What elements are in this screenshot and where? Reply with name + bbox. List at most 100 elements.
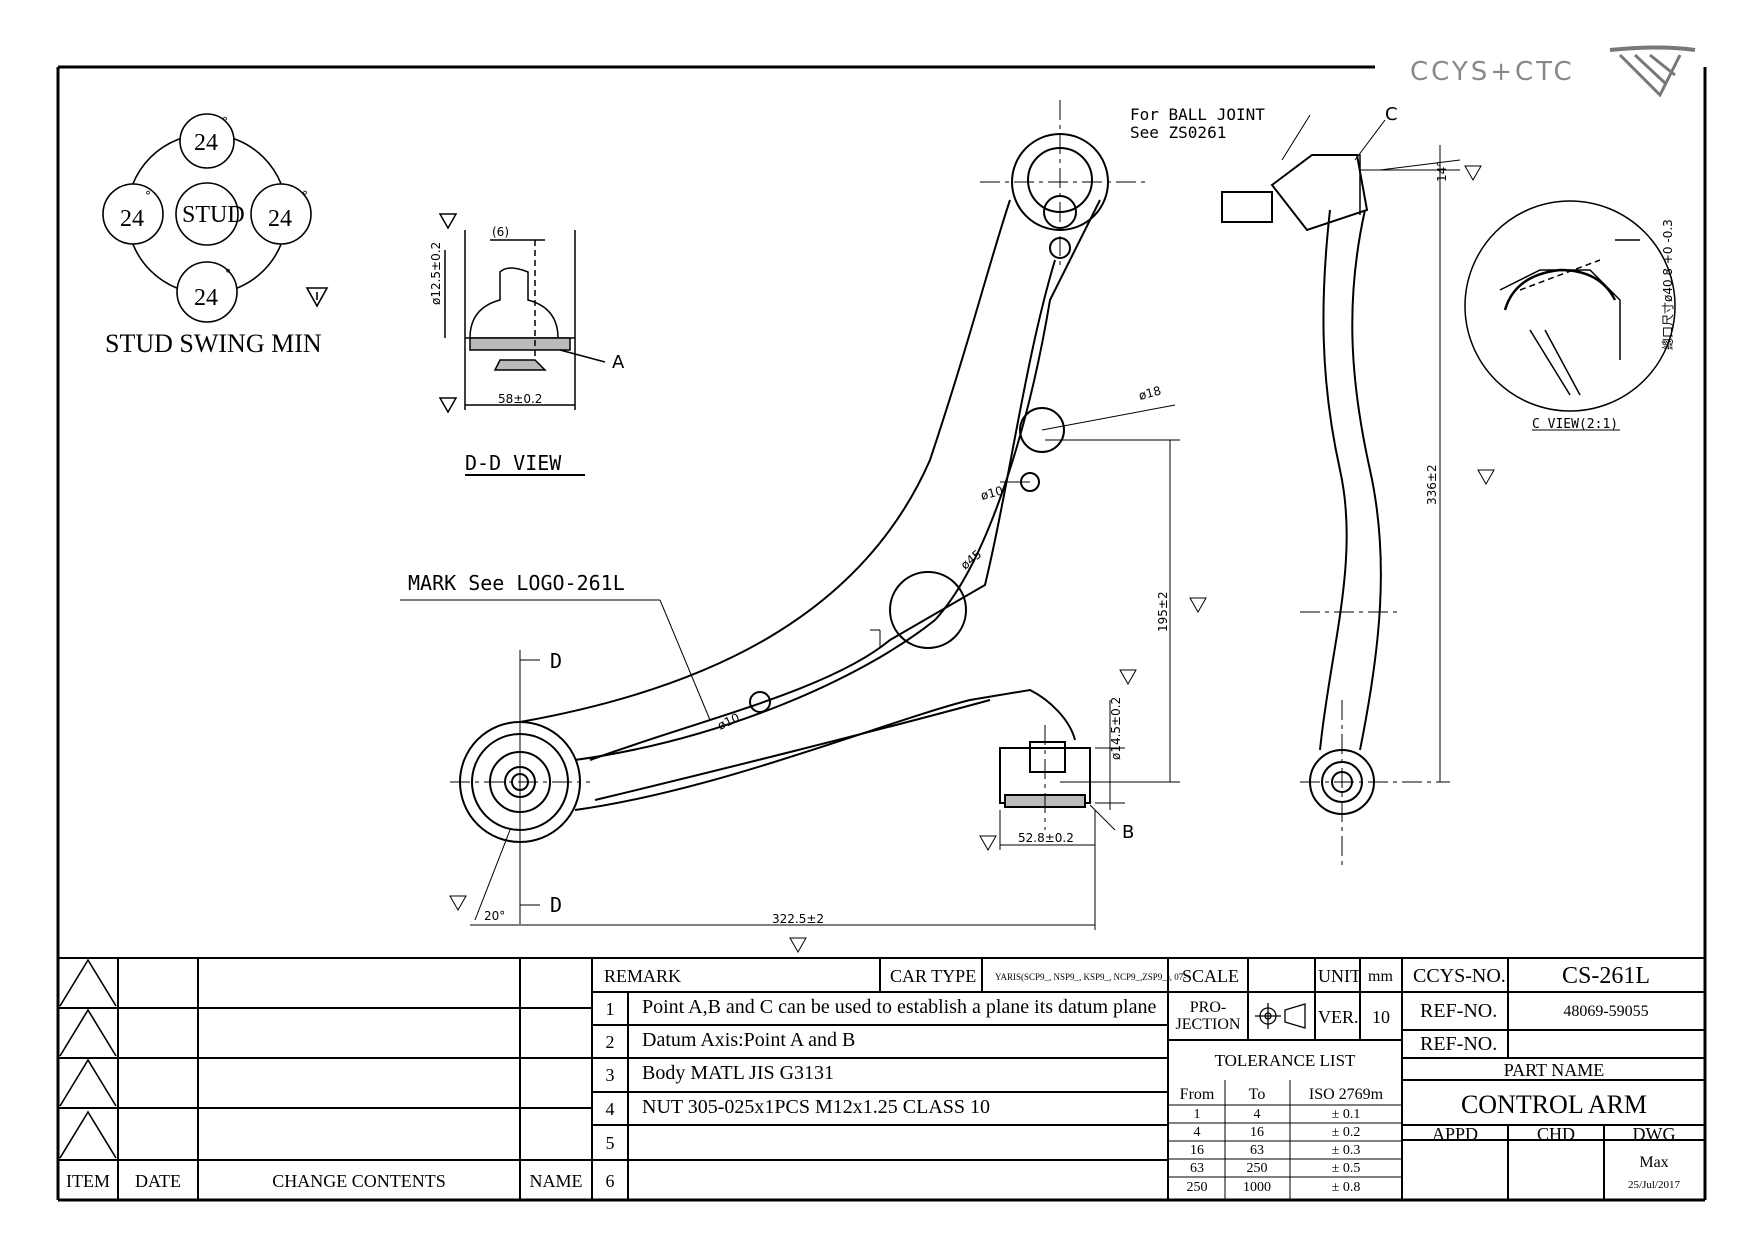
remark-text-2: Datum Axis:Point A and B <box>642 1029 856 1051</box>
dim-base: 58±0.2 <box>498 392 542 406</box>
tol-col-to: To <box>1248 1086 1266 1103</box>
section-view-title: D-D VIEW <box>465 451 562 475</box>
unit-label: UNIT <box>1318 966 1361 986</box>
side-view-dimensions <box>1281 114 1495 870</box>
stud-swing-diagram <box>102 113 329 323</box>
point-c-label: C <box>1385 104 1398 125</box>
scale-label: SCALE <box>1182 966 1240 986</box>
ball-joint-ref: See ZS0261 <box>1130 123 1226 142</box>
dim-width: (6) <box>492 225 509 239</box>
degree-mark: ° <box>145 189 151 203</box>
control-arm-outline <box>459 133 1109 843</box>
remark-no-6: 6 <box>605 1171 615 1191</box>
tol-from-4: 63 <box>1190 1161 1204 1176</box>
remark-no-2: 2 <box>605 1032 615 1052</box>
tol-to-1: 4 <box>1253 1107 1261 1122</box>
dim-d10-upper: ø10 <box>979 484 1004 503</box>
part-name-label: PART NAME <box>1503 1060 1605 1080</box>
part-name: CONTROL ARM <box>1460 1090 1648 1119</box>
tol-to-2: 16 <box>1250 1125 1264 1140</box>
degree-mark: ° <box>222 115 228 129</box>
dim-height: ø12.5±0.2 <box>429 242 443 305</box>
dim-322-5: 322.5±2 <box>772 912 824 926</box>
car-type-value: YARIS(SCP9_, NSP9_, KSP9_, NCP9_,ZSP9_),… <box>995 972 1187 982</box>
main-dimension-lines <box>400 100 1207 954</box>
dim-14deg: 14° <box>1435 161 1449 182</box>
tol-from-1: 1 <box>1193 1107 1201 1122</box>
tol-to-5: 1000 <box>1243 1180 1271 1195</box>
dim-angle: 20° <box>484 909 505 923</box>
dim-d10-lower: ø10 <box>715 710 741 732</box>
drawing-date: 25/Jul/2017 <box>1628 1179 1680 1191</box>
degree-mark: ° <box>225 267 231 281</box>
mark-note: MARK See LOGO-261L <box>408 571 625 595</box>
remark-text-3: Body MATL JIS G3131 <box>642 1062 835 1084</box>
col-change-contents: CHANGE CONTENTS <box>272 1171 446 1191</box>
ccys-no-value: CS-261L <box>1561 963 1651 989</box>
section-marker-top: D <box>550 649 562 673</box>
dim-d45: ø45 <box>958 547 984 572</box>
tol-to-3: 63 <box>1250 1143 1264 1158</box>
tol-val-5: ± 0.8 <box>1331 1180 1361 1195</box>
col-date: DATE <box>135 1171 181 1191</box>
stud-angle-right: 24 <box>268 206 292 232</box>
tol-val-1: ± 0.1 <box>1331 1107 1361 1122</box>
dim-195: 195±2 <box>1156 591 1170 632</box>
remark-header: REMARK <box>604 966 682 986</box>
brand-text: CCYS+CTC <box>1410 57 1575 87</box>
chd-label: CHD <box>1536 1124 1576 1144</box>
car-type-label: CAR TYPE <box>890 966 977 986</box>
remark-text-1: Point A,B and C can be used to establish… <box>642 996 1157 1018</box>
c-view-detail <box>1464 200 1676 431</box>
dwg-label: DWG <box>1632 1124 1676 1144</box>
stud-angle-top: 24 <box>194 130 218 156</box>
stud-angle-bottom: 24 <box>194 285 218 311</box>
appd-label: APPD <box>1431 1124 1479 1144</box>
tol-val-3: ± 0.3 <box>1331 1143 1361 1158</box>
ball-joint-note: For BALL JOINT <box>1130 105 1265 124</box>
tolerance-grid <box>1168 1080 1402 1200</box>
tol-col-from: From <box>1179 1086 1215 1103</box>
c-view-dim: 總口尺寸ø40.8 +0 -0.3 <box>1660 219 1675 350</box>
tol-val-2: ± 0.2 <box>1331 1125 1361 1140</box>
dim-52-8: 52.8±0.2 <box>1018 831 1074 845</box>
tol-from-5: 250 <box>1186 1180 1208 1195</box>
ver-label: VER. <box>1318 1007 1359 1027</box>
point-a-label: A <box>612 352 625 373</box>
title-block-grid <box>58 957 1705 1200</box>
ccys-no-label: CCYS-NO. <box>1413 965 1506 987</box>
remark-no-1: 1 <box>605 999 615 1019</box>
tol-col-iso: ISO 2769m <box>1308 1086 1384 1103</box>
ver-value: 10 <box>1372 1007 1390 1027</box>
drawn-by: Max <box>1639 1154 1669 1171</box>
degree-mark: ° <box>302 189 308 203</box>
unit-value: mm <box>1368 968 1393 985</box>
section-marker-bottom: D <box>550 893 562 917</box>
ref-no-value-1: 48069-59055 <box>1563 1003 1649 1020</box>
ccys-ctc-logo-icon <box>1609 45 1696 98</box>
point-b-label: B <box>1122 822 1134 843</box>
remark-no-5: 5 <box>605 1133 615 1153</box>
sheet-border <box>56 65 1707 1202</box>
dim-d18: ø18 <box>1137 384 1162 403</box>
stud-label: STUD <box>182 202 245 228</box>
section-view-dd <box>438 213 606 476</box>
projection-label-1: PRO- <box>1189 999 1227 1016</box>
stud-swing-caption: STUD SWING MIN <box>105 329 322 358</box>
dim-336: 336±2 <box>1425 464 1439 505</box>
c-view-title: C VIEW(2:1) <box>1532 417 1618 432</box>
remark-no-3: 3 <box>605 1065 615 1085</box>
ref-no-label-2: REF-NO. <box>1420 1033 1498 1055</box>
revision-triangles <box>59 958 117 1159</box>
ref-no-label-1: REF-NO. <box>1420 1000 1498 1022</box>
col-name: NAME <box>529 1171 583 1191</box>
tol-to-4: 250 <box>1246 1161 1268 1176</box>
remark-text-4: NUT 305-025x1PCS M12x1.25 CLASS 10 <box>642 1096 991 1118</box>
side-view <box>1221 154 1382 815</box>
tolerance-title: TOLERANCE LIST <box>1214 1051 1356 1070</box>
col-item: ITEM <box>66 1171 110 1191</box>
stud-angle-left: 24 <box>120 206 144 232</box>
tol-val-4: ± 0.5 <box>1331 1161 1361 1176</box>
projection-symbol-icon <box>1255 1003 1306 1029</box>
